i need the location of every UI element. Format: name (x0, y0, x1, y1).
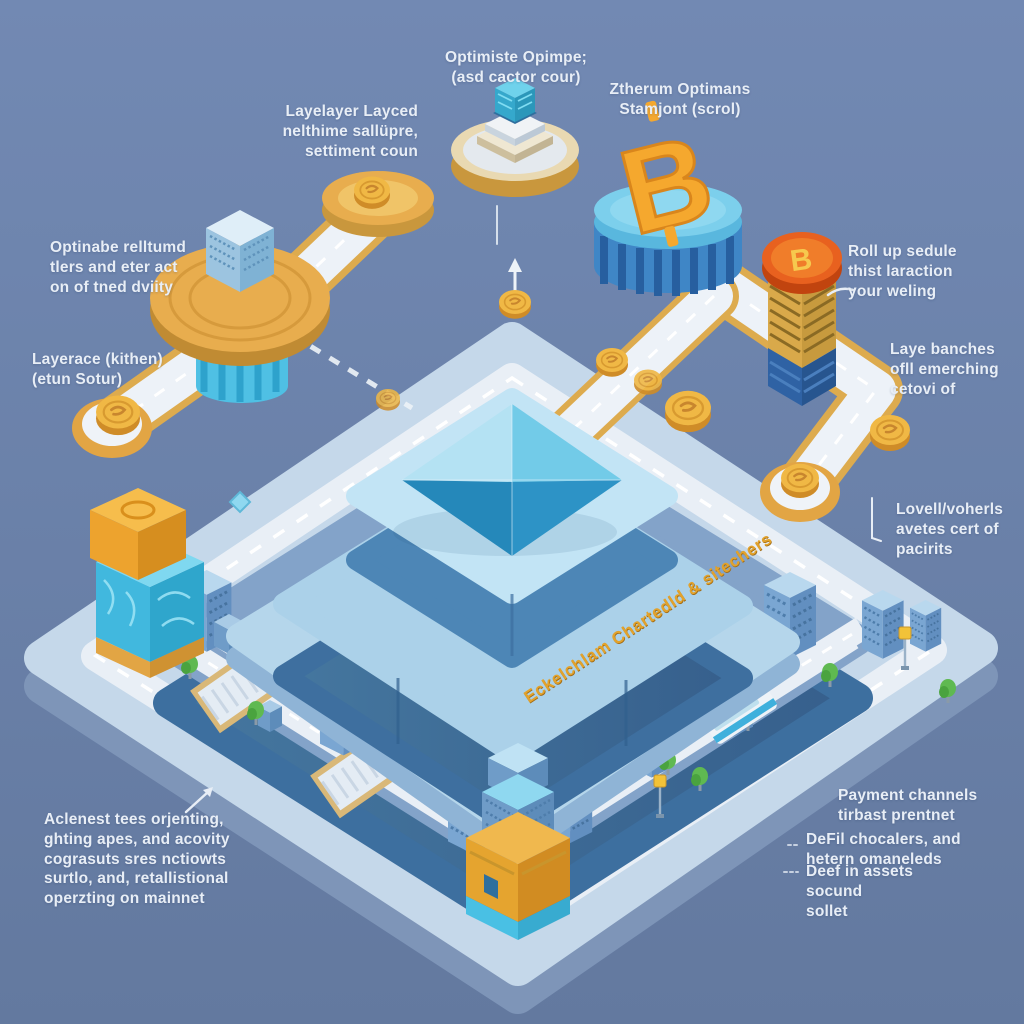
label-layer-source: Layerace (kithen) (etun Sotur) (32, 351, 163, 388)
label-level-packets: Lovell/voherls avetes cert of pacirits (896, 501, 1004, 558)
label-optimistic-rollup: Optimiste Opimpe; (asd cactor cour) (444, 49, 588, 86)
gold-coin-icon (497, 288, 533, 320)
label-rollup-schedule: Roll up sedule thist laraction your weli… (848, 243, 957, 300)
gold-coin-icon (663, 389, 713, 434)
gold-coin-icon (594, 346, 630, 378)
gold-coin-icon (375, 388, 401, 412)
temple-building (477, 78, 553, 163)
label-payment-channels: Payment channels tirbast prentnet (838, 787, 978, 824)
glass-gem (228, 490, 252, 514)
annotation-arrows (184, 205, 882, 873)
label-optimistic-activity: Optinabe relltumd tlers and eter act on … (50, 239, 187, 296)
gold-coin-icon (868, 413, 912, 453)
label-mainnet-activity: Aclenest tees orjenting, ghting apes, an… (44, 811, 230, 908)
ethereum-diamond-icon (402, 404, 622, 556)
gold-cube-token (90, 488, 186, 580)
label-ethereum-optimism: Ztherum Optimans Stamjont (scrol) (609, 81, 751, 118)
gold-coin-icon (352, 175, 392, 211)
layer2-right-branch (541, 219, 912, 522)
label-layer-settlement: Layelayer Layced nelthime sallüpre, sett… (282, 103, 418, 160)
gateway-structure (466, 743, 570, 940)
bitcoin-icon: B (788, 243, 814, 279)
rollup-cube-building (206, 210, 274, 292)
cyan-pillar (90, 488, 204, 678)
token-tower: B (762, 232, 842, 406)
gold-coin-icon (94, 394, 142, 437)
gold-coin-icon (633, 368, 663, 396)
label-defi-channels: DeFil chocalers, and hetern omaneleds (806, 831, 961, 868)
label-batches-merging: Laye banches ofll emerching cetovi of (890, 341, 999, 398)
layer2-left-branch (72, 171, 434, 458)
gold-coin-icon (779, 462, 821, 500)
label-assets-secured: Deef in assets socund sollet (806, 863, 914, 920)
settlement-disc (451, 78, 579, 320)
